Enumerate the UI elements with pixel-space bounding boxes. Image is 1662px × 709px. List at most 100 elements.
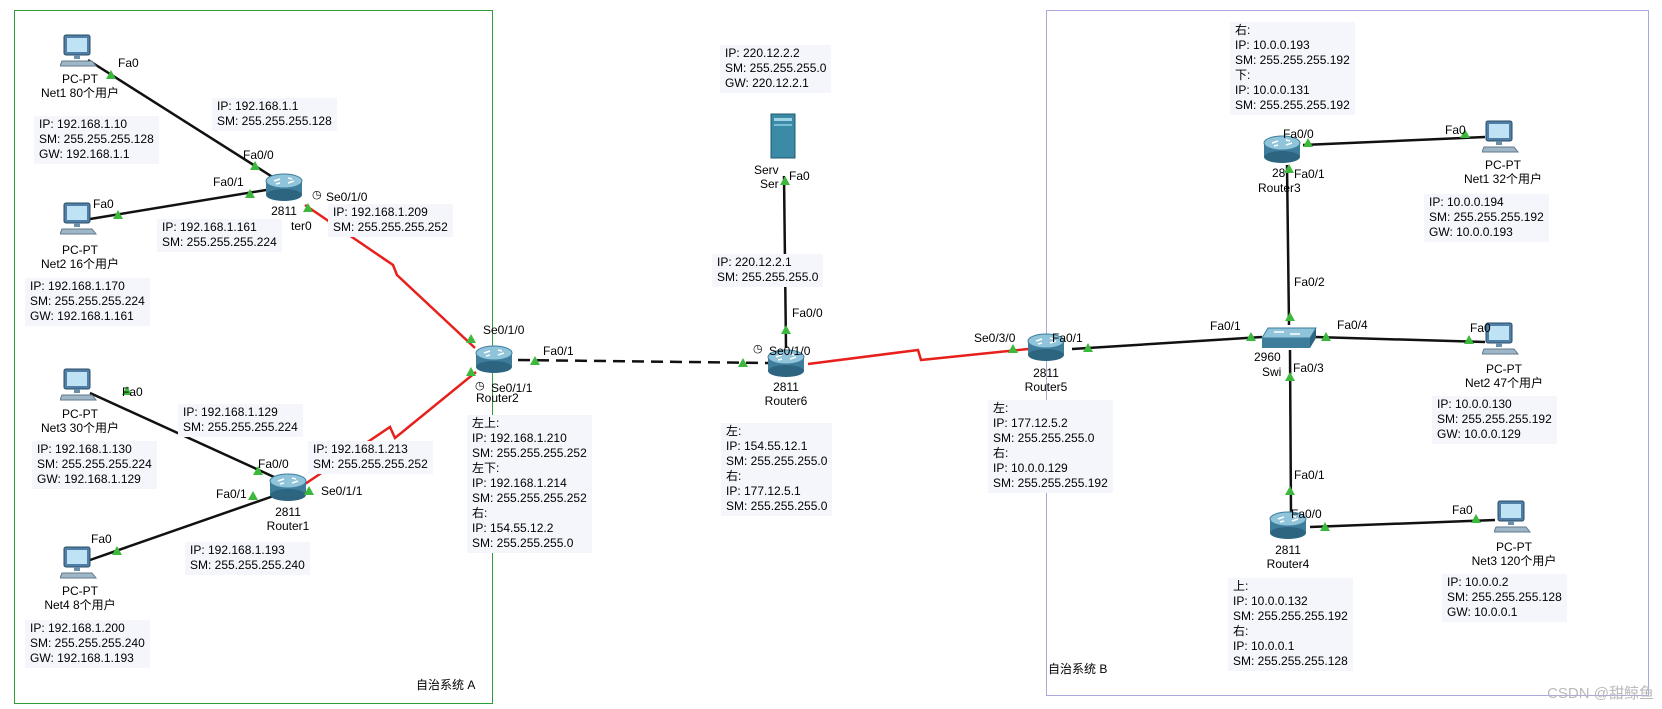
note-net2-a: IP: 192.168.1.170 SM: 255.255.255.224 GW… [25, 278, 150, 326]
port-label: Fa0/0 [243, 148, 274, 162]
note-router5: 左: IP: 177.12.5.2 SM: 255.255.255.0 右: I… [988, 400, 1113, 493]
pc-net3-b[interactable]: PC-PT Net3 120个用户 [1472, 540, 1557, 568]
router-icon[interactable] [268, 472, 308, 502]
port-indicator [248, 491, 258, 500]
port-indicator [738, 358, 748, 367]
device-name: Net2 47个用户 [1464, 376, 1544, 390]
note-line: 左: [726, 424, 742, 438]
port-indicator [106, 70, 116, 79]
note-line: SM: 255.255.255.224 [162, 235, 277, 249]
port-indicator [1008, 344, 1018, 353]
router-icon[interactable] [264, 172, 304, 202]
port-label: Fa0/1 [216, 487, 247, 501]
port-indicator [122, 386, 132, 395]
note-line: SM: 255.255.255.128 [1233, 654, 1348, 668]
note-line: IP: 192.168.1.1 [217, 99, 299, 113]
note-line: IP: 192.168.1.10 [39, 117, 128, 131]
device-type: PC-PT [62, 407, 98, 421]
pc-icon[interactable] [1482, 322, 1520, 356]
pc-net2-b[interactable]: PC-PT Net2 47个用户 [1465, 362, 1543, 390]
device-type: PC-PT [1486, 362, 1522, 376]
device-name: Router6 [764, 394, 808, 408]
note-net1-a: IP: 192.168.1.10 SM: 255.255.255.128 GW:… [34, 116, 159, 164]
pc-icon[interactable] [1482, 120, 1520, 154]
router-icon[interactable] [1026, 332, 1066, 362]
note-line: SM: 255.255.255.192 [1235, 53, 1350, 67]
note-line: IP: 10.0.0.132 [1233, 594, 1308, 608]
device-name: Net2 16个用户 [40, 257, 120, 271]
note-line: 右: [726, 469, 742, 483]
router-icon[interactable] [474, 344, 514, 374]
note-line: SM: 255.255.255.0 [993, 431, 1095, 445]
note-line: SM: 255.255.255.0 [725, 61, 827, 75]
note-line: IP: 220.12.2.2 [725, 46, 800, 60]
pc-icon[interactable] [60, 34, 98, 68]
router-icon[interactable] [1268, 510, 1308, 540]
note-line: GW: 220.12.2.1 [725, 76, 809, 90]
note-router1-se011: IP: 192.168.1.213 SM: 255.255.255.252 [308, 441, 433, 474]
link-router2-router6 [517, 358, 771, 365]
note-line: IP: 192.168.1.210 [472, 431, 567, 445]
note-line: SM: 255.255.255.192 [1429, 210, 1544, 224]
port-indicator [304, 486, 314, 495]
pc-icon[interactable] [1494, 500, 1532, 534]
clock-icon: ◷ [753, 343, 763, 355]
note-line: SM: 255.255.255.192 [993, 476, 1108, 490]
switch-name: Swi [1262, 365, 1282, 379]
router3-model: 28 [1272, 166, 1286, 180]
device-name: Net3 120个用户 [1471, 554, 1557, 568]
watermark: CSDN @甜鲸鱼 [1547, 685, 1654, 702]
note-line: IP: 192.168.1.200 [30, 621, 125, 635]
port-indicator [1460, 129, 1470, 138]
note-line: IP: 10.0.0.129 [993, 461, 1068, 475]
device-name: Router5 [1024, 380, 1068, 394]
note-line: IP: 192.168.1.129 [183, 405, 278, 419]
port-label: Fa0 [122, 385, 143, 399]
port-label: Fa0/1 [1052, 331, 1083, 345]
clock-icon: ◷ [312, 189, 322, 201]
server-name: Ser [760, 177, 779, 191]
note-line: GW: 10.0.0.129 [1437, 427, 1521, 441]
router-icon[interactable] [766, 348, 806, 378]
pc-icon[interactable] [60, 368, 98, 402]
port-indicator [1285, 312, 1295, 321]
port-label: Se0/1/0 [769, 344, 811, 358]
pc-net2-a[interactable]: PC-PT Net2 16个用户 [41, 243, 119, 271]
port-label: Fa0 [789, 169, 810, 183]
link-net1a-router0 [87, 58, 283, 185]
note-line: SM: 255.255.255.0 [726, 454, 828, 468]
note-line: GW: 192.168.1.1 [39, 147, 130, 161]
port-label: Fa0/0 [1283, 127, 1314, 141]
note-line: IP: 10.0.0.131 [1235, 83, 1310, 97]
note-line: 下: [1235, 68, 1251, 82]
port-label: Fa0/1 [1294, 468, 1325, 482]
device-type: PC-PT [1485, 158, 1521, 172]
device-name: Net3 30个用户 [40, 421, 120, 435]
note-router2: 左上: IP: 192.168.1.210 SM: 255.255.255.25… [467, 415, 592, 553]
link-router3-switch [1285, 164, 1291, 326]
port-indicator [466, 367, 476, 376]
pc-net3-a[interactable]: PC-PT Net3 30个用户 [41, 407, 119, 435]
pc-net1-b[interactable]: PC-PT Net1 32个用户 [1464, 158, 1542, 186]
port-label: Se0/1/1 [321, 484, 363, 498]
pc-net1-a[interactable]: PC-PT Net1 80个用户 [41, 72, 119, 100]
switch-model: 2960 [1254, 350, 1281, 364]
router-icon[interactable] [1262, 134, 1302, 164]
switch-icon[interactable] [1260, 326, 1318, 350]
pc-net4-a[interactable]: PC-PT Net4 8个用户 [44, 584, 115, 612]
pc-icon[interactable] [60, 546, 98, 580]
note-line: IP: 192.168.1.170 [30, 279, 125, 293]
note-line: 右: [1235, 23, 1251, 37]
note-line: IP: 192.168.1.209 [333, 205, 428, 219]
note-router0-fa01: IP: 192.168.1.161 SM: 255.255.255.224 [157, 219, 282, 252]
note-line: IP: 10.0.0.194 [1429, 195, 1504, 209]
port-label: Fa0/4 [1337, 318, 1368, 332]
note-line: IP: 192.168.1.213 [313, 442, 408, 456]
note-line: GW: 192.168.1.193 [30, 651, 134, 665]
note-line: GW: 10.0.0.1 [1447, 605, 1518, 619]
pc-icon[interactable] [60, 202, 98, 236]
port-label: Se0/3/0 [974, 331, 1016, 345]
device-model: 2811 [271, 204, 297, 218]
device-name: Net4 8个用户 [44, 598, 116, 612]
server-icon[interactable] [768, 112, 798, 160]
